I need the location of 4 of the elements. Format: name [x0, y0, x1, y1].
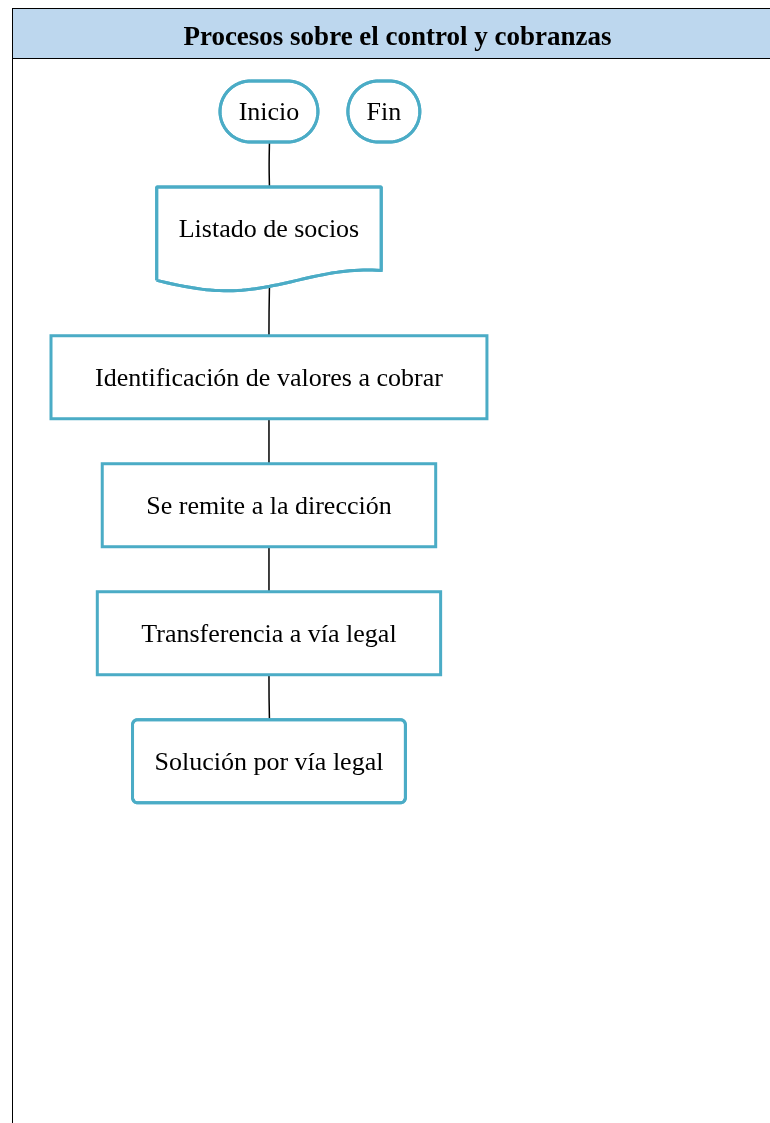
node-box: Transferencia a vía legal — [95, 590, 443, 677]
header-band: Procesos sobre el control y cobranzas — [13, 9, 770, 59]
node-box: Se remite a la dirección — [100, 462, 438, 549]
node-box: Identificación de valores a cobrar — [49, 334, 489, 421]
